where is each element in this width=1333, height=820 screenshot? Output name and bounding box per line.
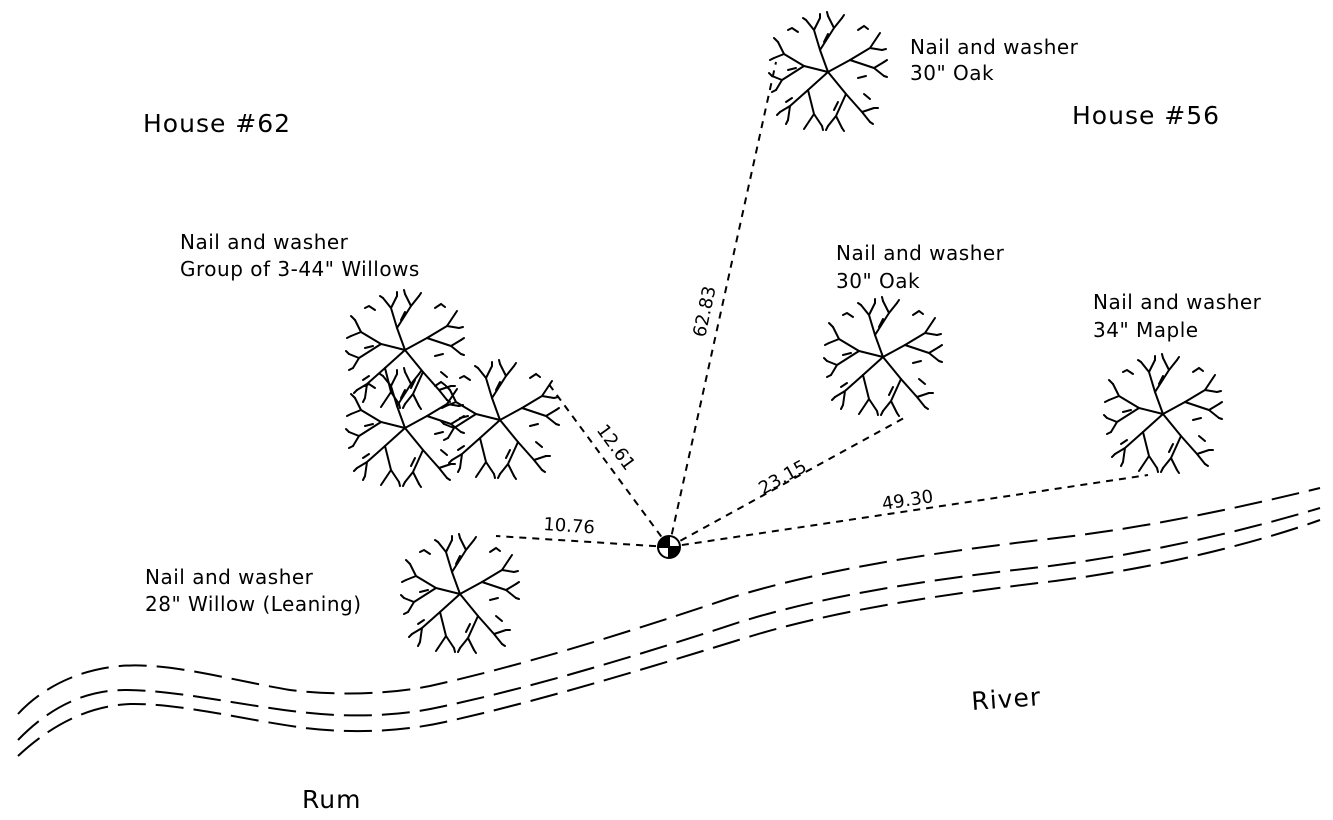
oak-center-label-line2: 30" Oak bbox=[836, 269, 920, 293]
tie-lines bbox=[495, 61, 1149, 548]
oak-center-label-line1: Nail and washer bbox=[836, 241, 1005, 265]
river-label-rum: Rum bbox=[302, 785, 361, 814]
river-bank-north bbox=[17, 487, 1321, 715]
river-banks bbox=[17, 487, 1321, 757]
willows-group-label-line1: Nail and washer bbox=[180, 230, 349, 254]
willows-group-label-line2: Group of 3-44" Willows bbox=[180, 257, 420, 281]
tie-line-oak-center bbox=[668, 417, 905, 548]
river-bank-south bbox=[17, 519, 1321, 757]
tie-line-willow-leaning bbox=[495, 535, 670, 548]
tree-oak-north bbox=[768, 11, 888, 132]
maple-label-line2: 34" Maple bbox=[1093, 318, 1199, 342]
distance-oak-center: 23.15 bbox=[755, 456, 810, 499]
willow-leaning-label-line1: Nail and washer bbox=[145, 565, 314, 589]
tree-willow-leaning bbox=[400, 533, 520, 654]
maple-label-line1: Nail and washer bbox=[1093, 290, 1262, 314]
river-bank-mid bbox=[17, 507, 1321, 741]
tie-line-willows-group bbox=[547, 382, 670, 548]
oak-north-label-line2: 30" Oak bbox=[910, 61, 994, 85]
survey-control-point-icon bbox=[657, 535, 681, 559]
river-label: River bbox=[970, 682, 1042, 716]
distance-willow-leaning: 10.76 bbox=[543, 514, 596, 539]
tree-oak-center bbox=[823, 296, 943, 417]
house-left-label: House #62 bbox=[143, 109, 291, 138]
tree-maple bbox=[1103, 353, 1223, 474]
tie-line-oak-north bbox=[668, 61, 777, 548]
house-right-label: House #56 bbox=[1072, 101, 1220, 130]
oak-north-label-line1: Nail and washer bbox=[910, 35, 1079, 59]
tie-line-maple bbox=[668, 474, 1149, 548]
distance-willows-group: 12.61 bbox=[592, 421, 639, 475]
willow-leaning-label-line2: 28" Willow (Leaning) bbox=[145, 592, 362, 616]
distance-maple: 49.30 bbox=[880, 486, 934, 515]
